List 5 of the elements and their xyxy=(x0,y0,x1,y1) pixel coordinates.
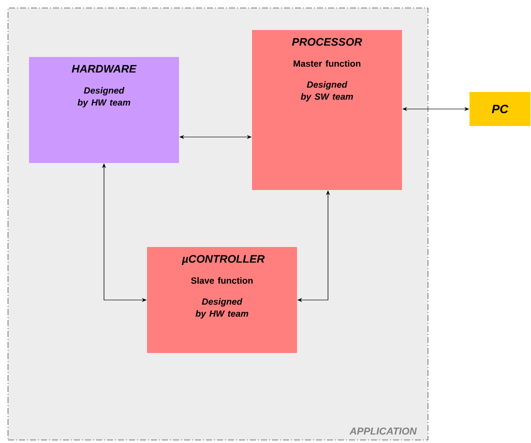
pc-box: PC xyxy=(470,92,530,126)
frame-label: APPLICATION xyxy=(349,428,417,435)
block-box: HARDWARE Designed by HW team xyxy=(29,57,179,163)
block-box: PROCESSOR Master function Designed by SW team xyxy=(252,30,402,190)
block-box: µCONTROLLER Slave function Designed by HW team xyxy=(147,247,297,353)
